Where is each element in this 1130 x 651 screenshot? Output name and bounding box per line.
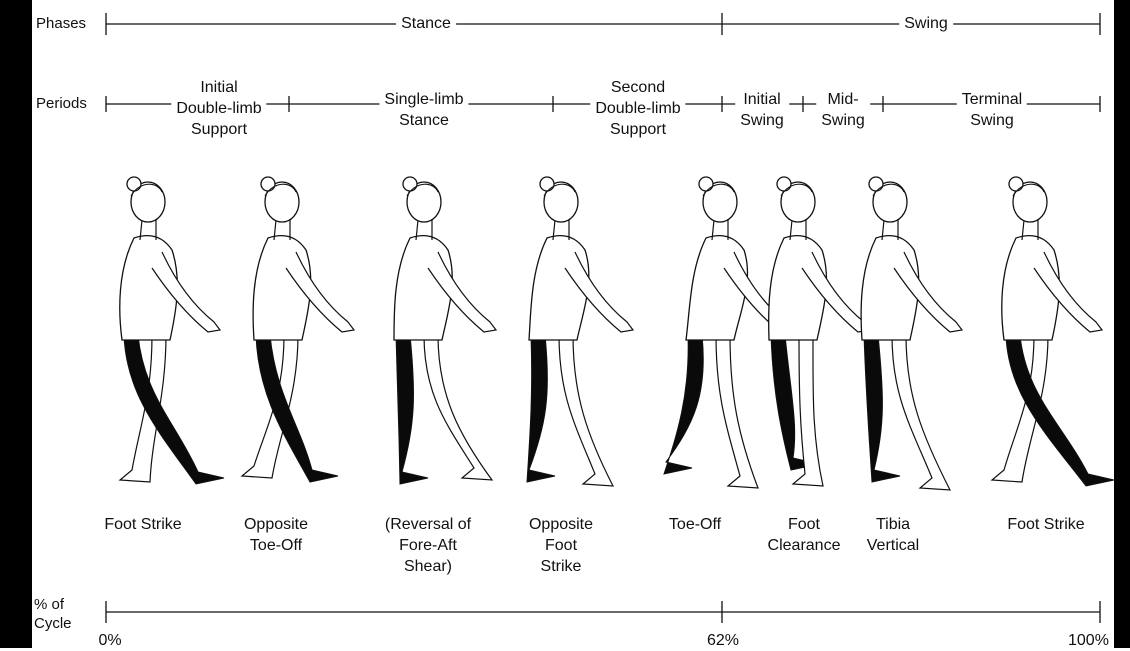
walking-figure-1 <box>120 177 224 484</box>
walking-figures <box>120 177 1114 490</box>
figure-hair-bun <box>127 177 141 191</box>
walking-figure-6 <box>769 177 870 486</box>
periods-row-label: Periods <box>36 93 87 114</box>
cycle-row-label: % of Cycle <box>34 595 72 633</box>
figure-light-leg <box>892 335 950 490</box>
walking-figure-8 <box>992 177 1114 486</box>
figure-dark-leg <box>527 335 555 482</box>
figure-hair-bun <box>699 177 713 191</box>
event-label-foot-strike-end: Foot Strike <box>1007 514 1084 535</box>
walking-figure-3 <box>394 177 496 484</box>
event-label-opposite-toe-off: Opposite Toe-Off <box>244 514 308 556</box>
event-label-toe-off: Toe-Off <box>669 514 721 535</box>
figure-dark-leg <box>664 335 703 474</box>
figure-dark-leg <box>396 335 428 484</box>
figure-hair-bun <box>777 177 791 191</box>
period-label-terminal-swing: Terminal Swing <box>957 89 1027 131</box>
figure-light-leg <box>559 335 613 486</box>
figure-hair-bun <box>540 177 554 191</box>
event-label-foot-clearance: Foot Clearance <box>768 514 841 556</box>
figure-hair-bun <box>869 177 883 191</box>
figure-hair-bun <box>403 177 417 191</box>
period-label-initial-double-limb-support: Initial Double-limb Support <box>171 77 266 140</box>
event-label-opposite-foot-strike: Opposite Foot Strike <box>529 514 593 577</box>
phases-row-label: Phases <box>36 13 86 34</box>
event-label-foot-strike: Foot Strike <box>104 514 181 535</box>
figure-light-leg <box>716 335 758 488</box>
phase-label-swing: Swing <box>899 13 953 34</box>
figure-hair-bun <box>261 177 275 191</box>
period-label-second-double-limb-support: Second Double-limb Support <box>590 77 685 140</box>
walking-figure-7 <box>861 177 962 490</box>
period-label-initial-swing: Initial Swing <box>735 89 789 131</box>
figure-hair-bun <box>1009 177 1023 191</box>
phase-label-stance: Stance <box>396 13 456 34</box>
figure-light-leg <box>424 335 492 480</box>
period-label-mid-swing: Mid- Swing <box>816 89 870 131</box>
period-label-single-limb-stance: Single-limb Stance <box>379 89 468 131</box>
walking-figure-4 <box>527 177 633 486</box>
event-label-reversal-of-fore-aft-shear: (Reversal of Fore-Aft Shear) <box>385 514 471 577</box>
walking-figure-2 <box>242 177 354 482</box>
event-label-tibia-vertical: Tibia Vertical <box>867 514 919 556</box>
